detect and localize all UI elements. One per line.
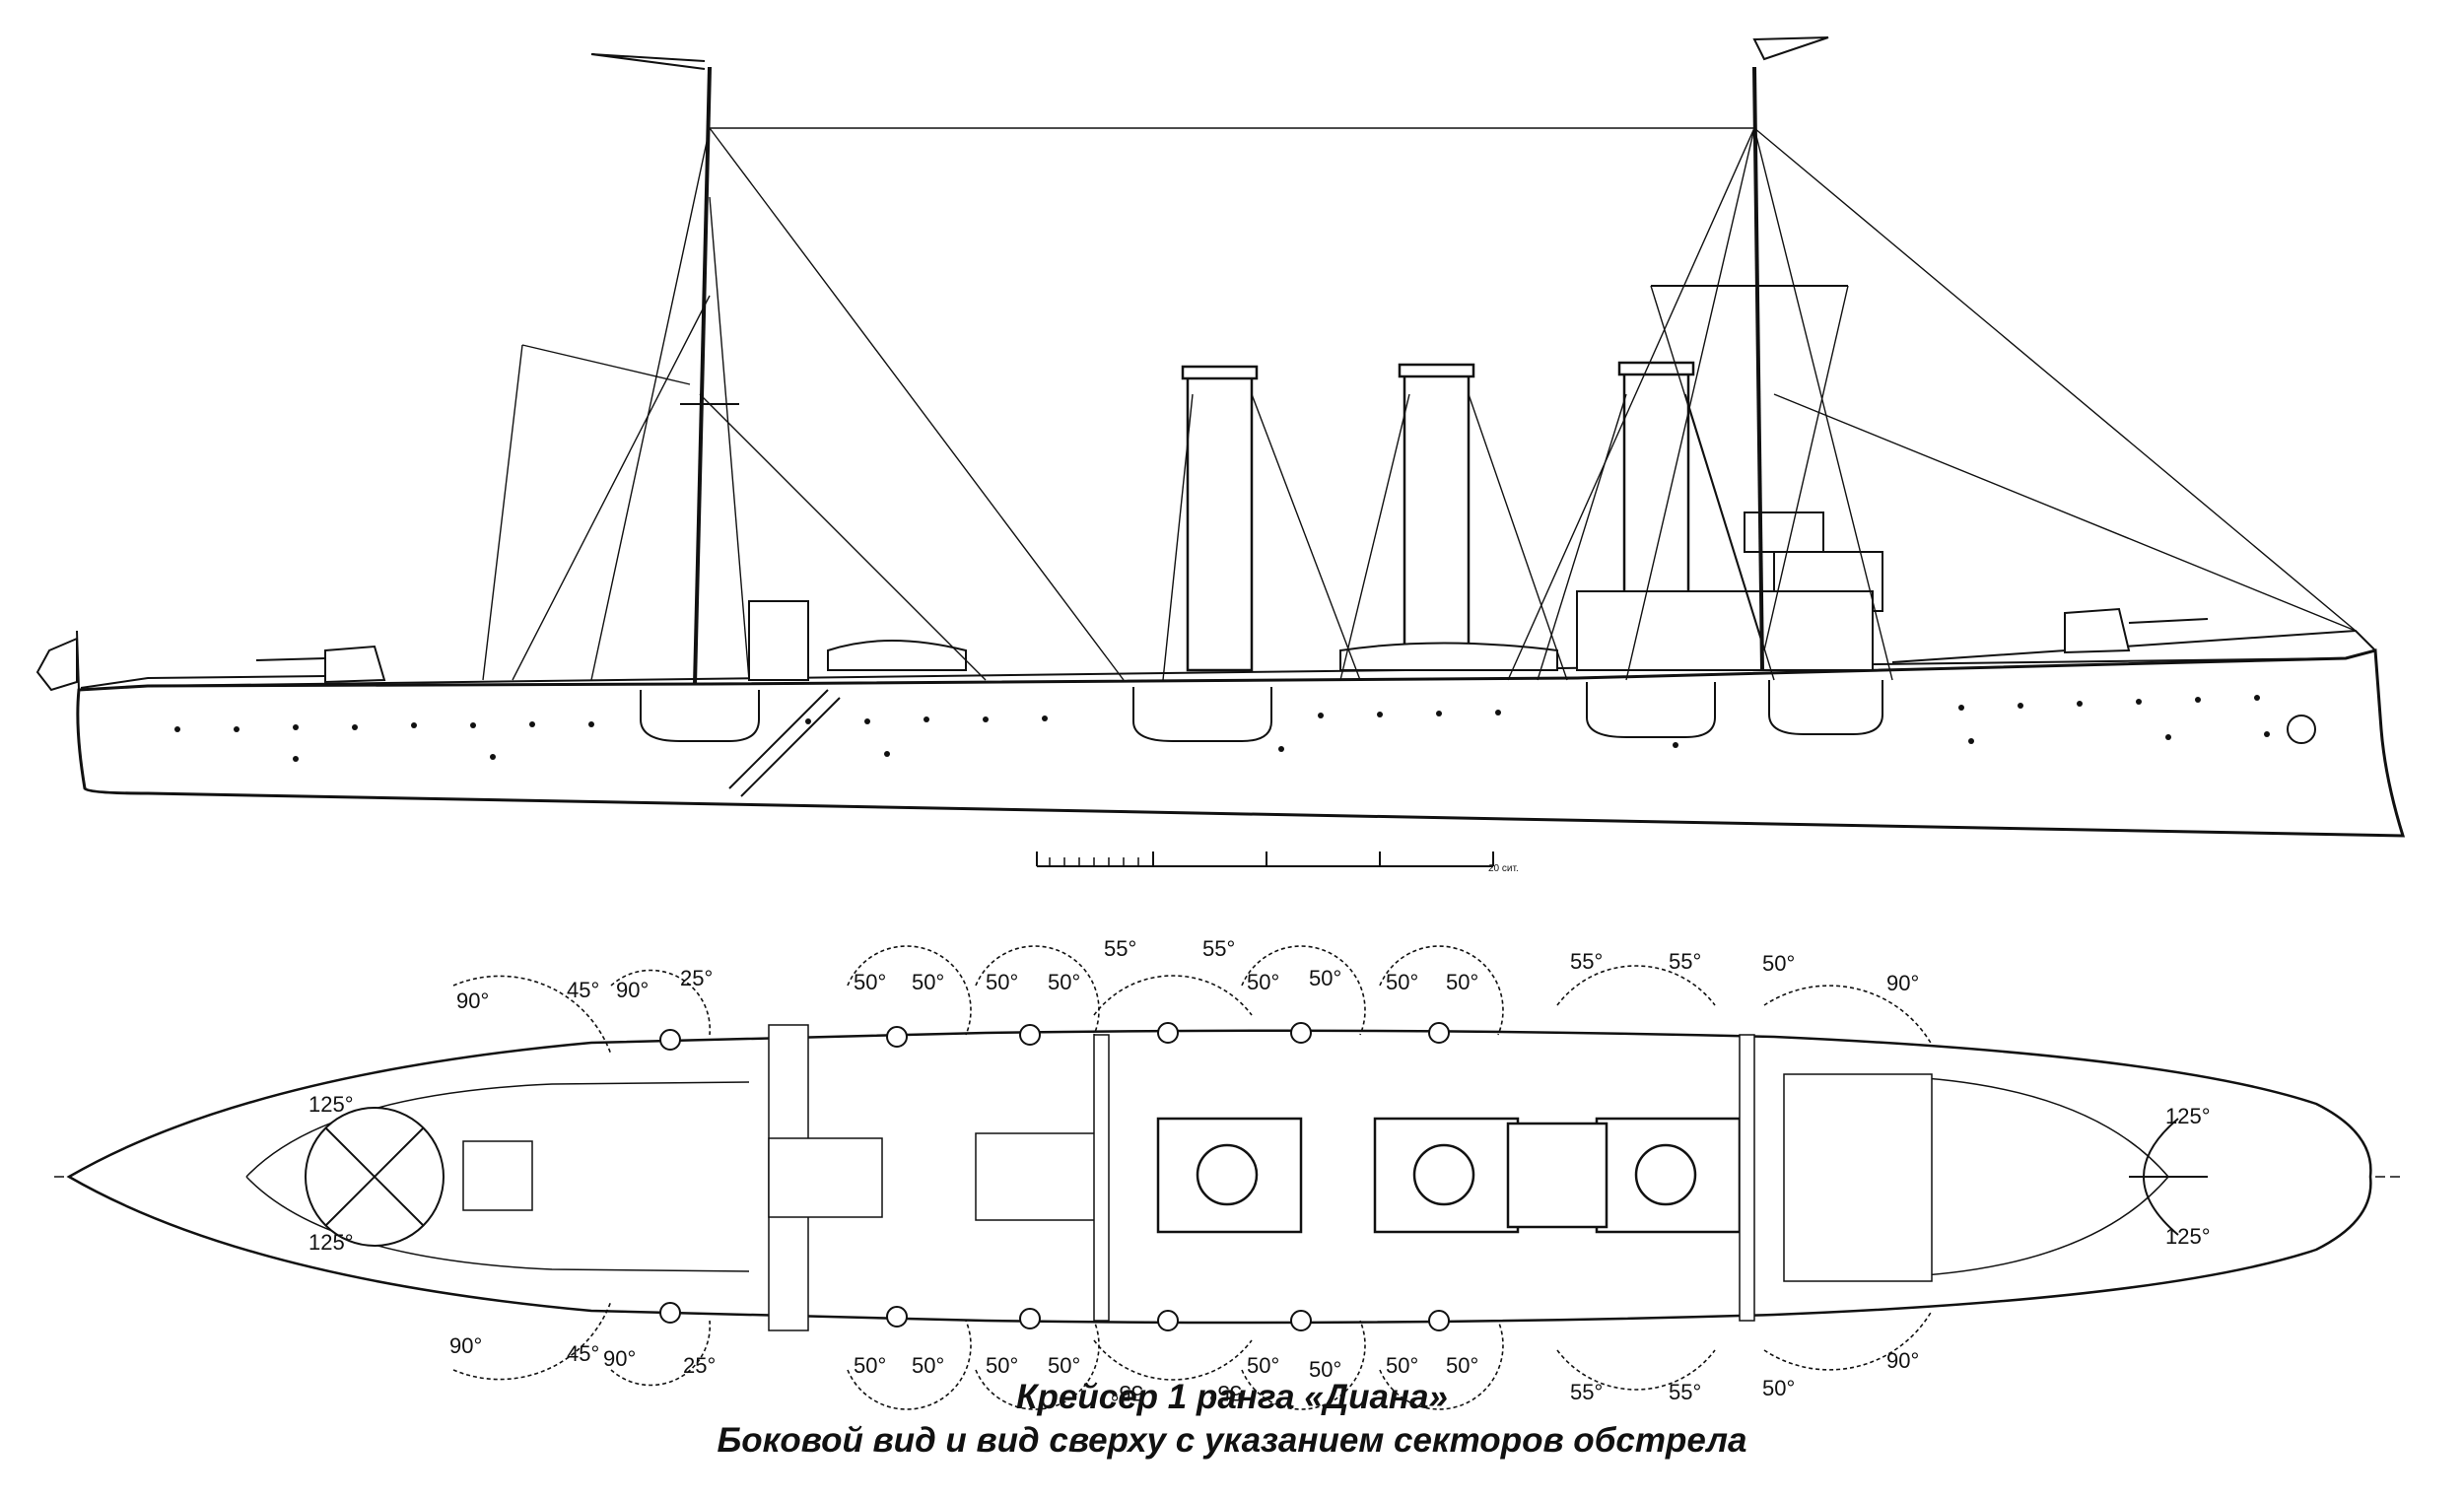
angle-label: 90° — [456, 988, 489, 1013]
hull-sponsons — [640, 680, 1883, 742]
masts — [590, 36, 1848, 686]
angle-label: 125° — [2165, 1224, 2211, 1249]
angle-label: 125° — [308, 1230, 354, 1255]
funnel-2 — [1403, 371, 1471, 670]
plan-view: 125° 125° 125° 125° 90° 45° 90° 25° 90° … — [54, 936, 2405, 1410]
angle-label: 50° — [986, 1353, 1018, 1378]
angle-label: 50° — [1386, 1353, 1418, 1378]
angle-label: 50° — [1446, 1353, 1478, 1378]
angle-label: 45° — [567, 978, 599, 1002]
angle-label: 55° — [1202, 936, 1235, 961]
angle-label: 90° — [449, 1333, 482, 1358]
angle-label: 50° — [1048, 1353, 1080, 1378]
angle-label: 50° — [1247, 1353, 1279, 1378]
sector-labels: 125° 125° 125° 125° 90° 45° 90° 25° 90° … — [308, 936, 2211, 1405]
angle-label: 50° — [854, 970, 886, 994]
angle-label: 50° — [986, 970, 1018, 994]
funnel-1 — [1186, 373, 1254, 672]
fore-pennant-icon — [590, 53, 706, 70]
angle-label: 55° — [1669, 949, 1701, 974]
angle-label: 55° — [1570, 1380, 1603, 1404]
angle-label: 50° — [1309, 966, 1341, 990]
angle-label: 55° — [1570, 949, 1603, 974]
angle-label: 90° — [603, 1346, 636, 1371]
main-mast — [1752, 66, 1764, 671]
angle-label: 125° — [308, 1092, 354, 1117]
deck-hatches — [462, 1024, 1933, 1331]
angle-label: 50° — [912, 970, 944, 994]
angle-label: 25° — [680, 966, 713, 990]
caption-subtitle: Боковой вид и вид сверху с указанием сек… — [717, 1421, 1747, 1460]
angle-label: 25° — [683, 1353, 716, 1378]
fore-mast — [693, 66, 712, 686]
boat-2 — [1339, 642, 1558, 671]
angle-label: 50° — [1446, 970, 1478, 994]
angle-label: 50° — [1762, 951, 1795, 976]
hawse-pipe — [2287, 715, 2316, 744]
angle-label: 90° — [1886, 1348, 1919, 1373]
angle-label: 50° — [1247, 970, 1279, 994]
angle-label: 90° — [616, 978, 649, 1002]
accommodation-ladder — [728, 689, 841, 797]
plan-guns — [659, 1022, 1450, 1331]
hull-side — [76, 648, 2406, 838]
scale-bar: 20 сит. — [1036, 852, 1519, 874]
angle-label: 50° — [1048, 970, 1080, 994]
angle-label: 55° — [1104, 936, 1136, 961]
rigging — [482, 127, 2357, 681]
angle-label: 90° — [1886, 971, 1919, 995]
end-guns-plan — [305, 1107, 2208, 1247]
funnels-plan — [1156, 1117, 1742, 1234]
stern-flag-icon — [35, 637, 78, 692]
caption-title: Крейсер 1 ранга «Диана» — [1015, 1378, 1448, 1416]
angle-label: 45° — [567, 1341, 599, 1366]
angle-label: 50° — [912, 1353, 944, 1378]
angle-label: 55° — [1111, 1381, 1143, 1405]
side-guns — [255, 607, 2209, 684]
angle-label: 50° — [1309, 1357, 1341, 1382]
portholes — [174, 695, 2270, 762]
angle-label: 125° — [2165, 1104, 2211, 1128]
angle-label: 55° — [1209, 1381, 1242, 1405]
sector-arcs — [452, 945, 1933, 1410]
side-view — [35, 36, 2406, 838]
angle-label: 55° — [1669, 1380, 1701, 1404]
angle-label: 50° — [1386, 970, 1418, 994]
superstructure — [748, 511, 1883, 681]
main-pennant-icon — [1752, 36, 1829, 61]
scale-label: 20 сит. — [1488, 863, 1519, 874]
angle-label: 50° — [1762, 1376, 1795, 1400]
angle-label: 50° — [854, 1353, 886, 1378]
boat-1 — [827, 640, 967, 671]
